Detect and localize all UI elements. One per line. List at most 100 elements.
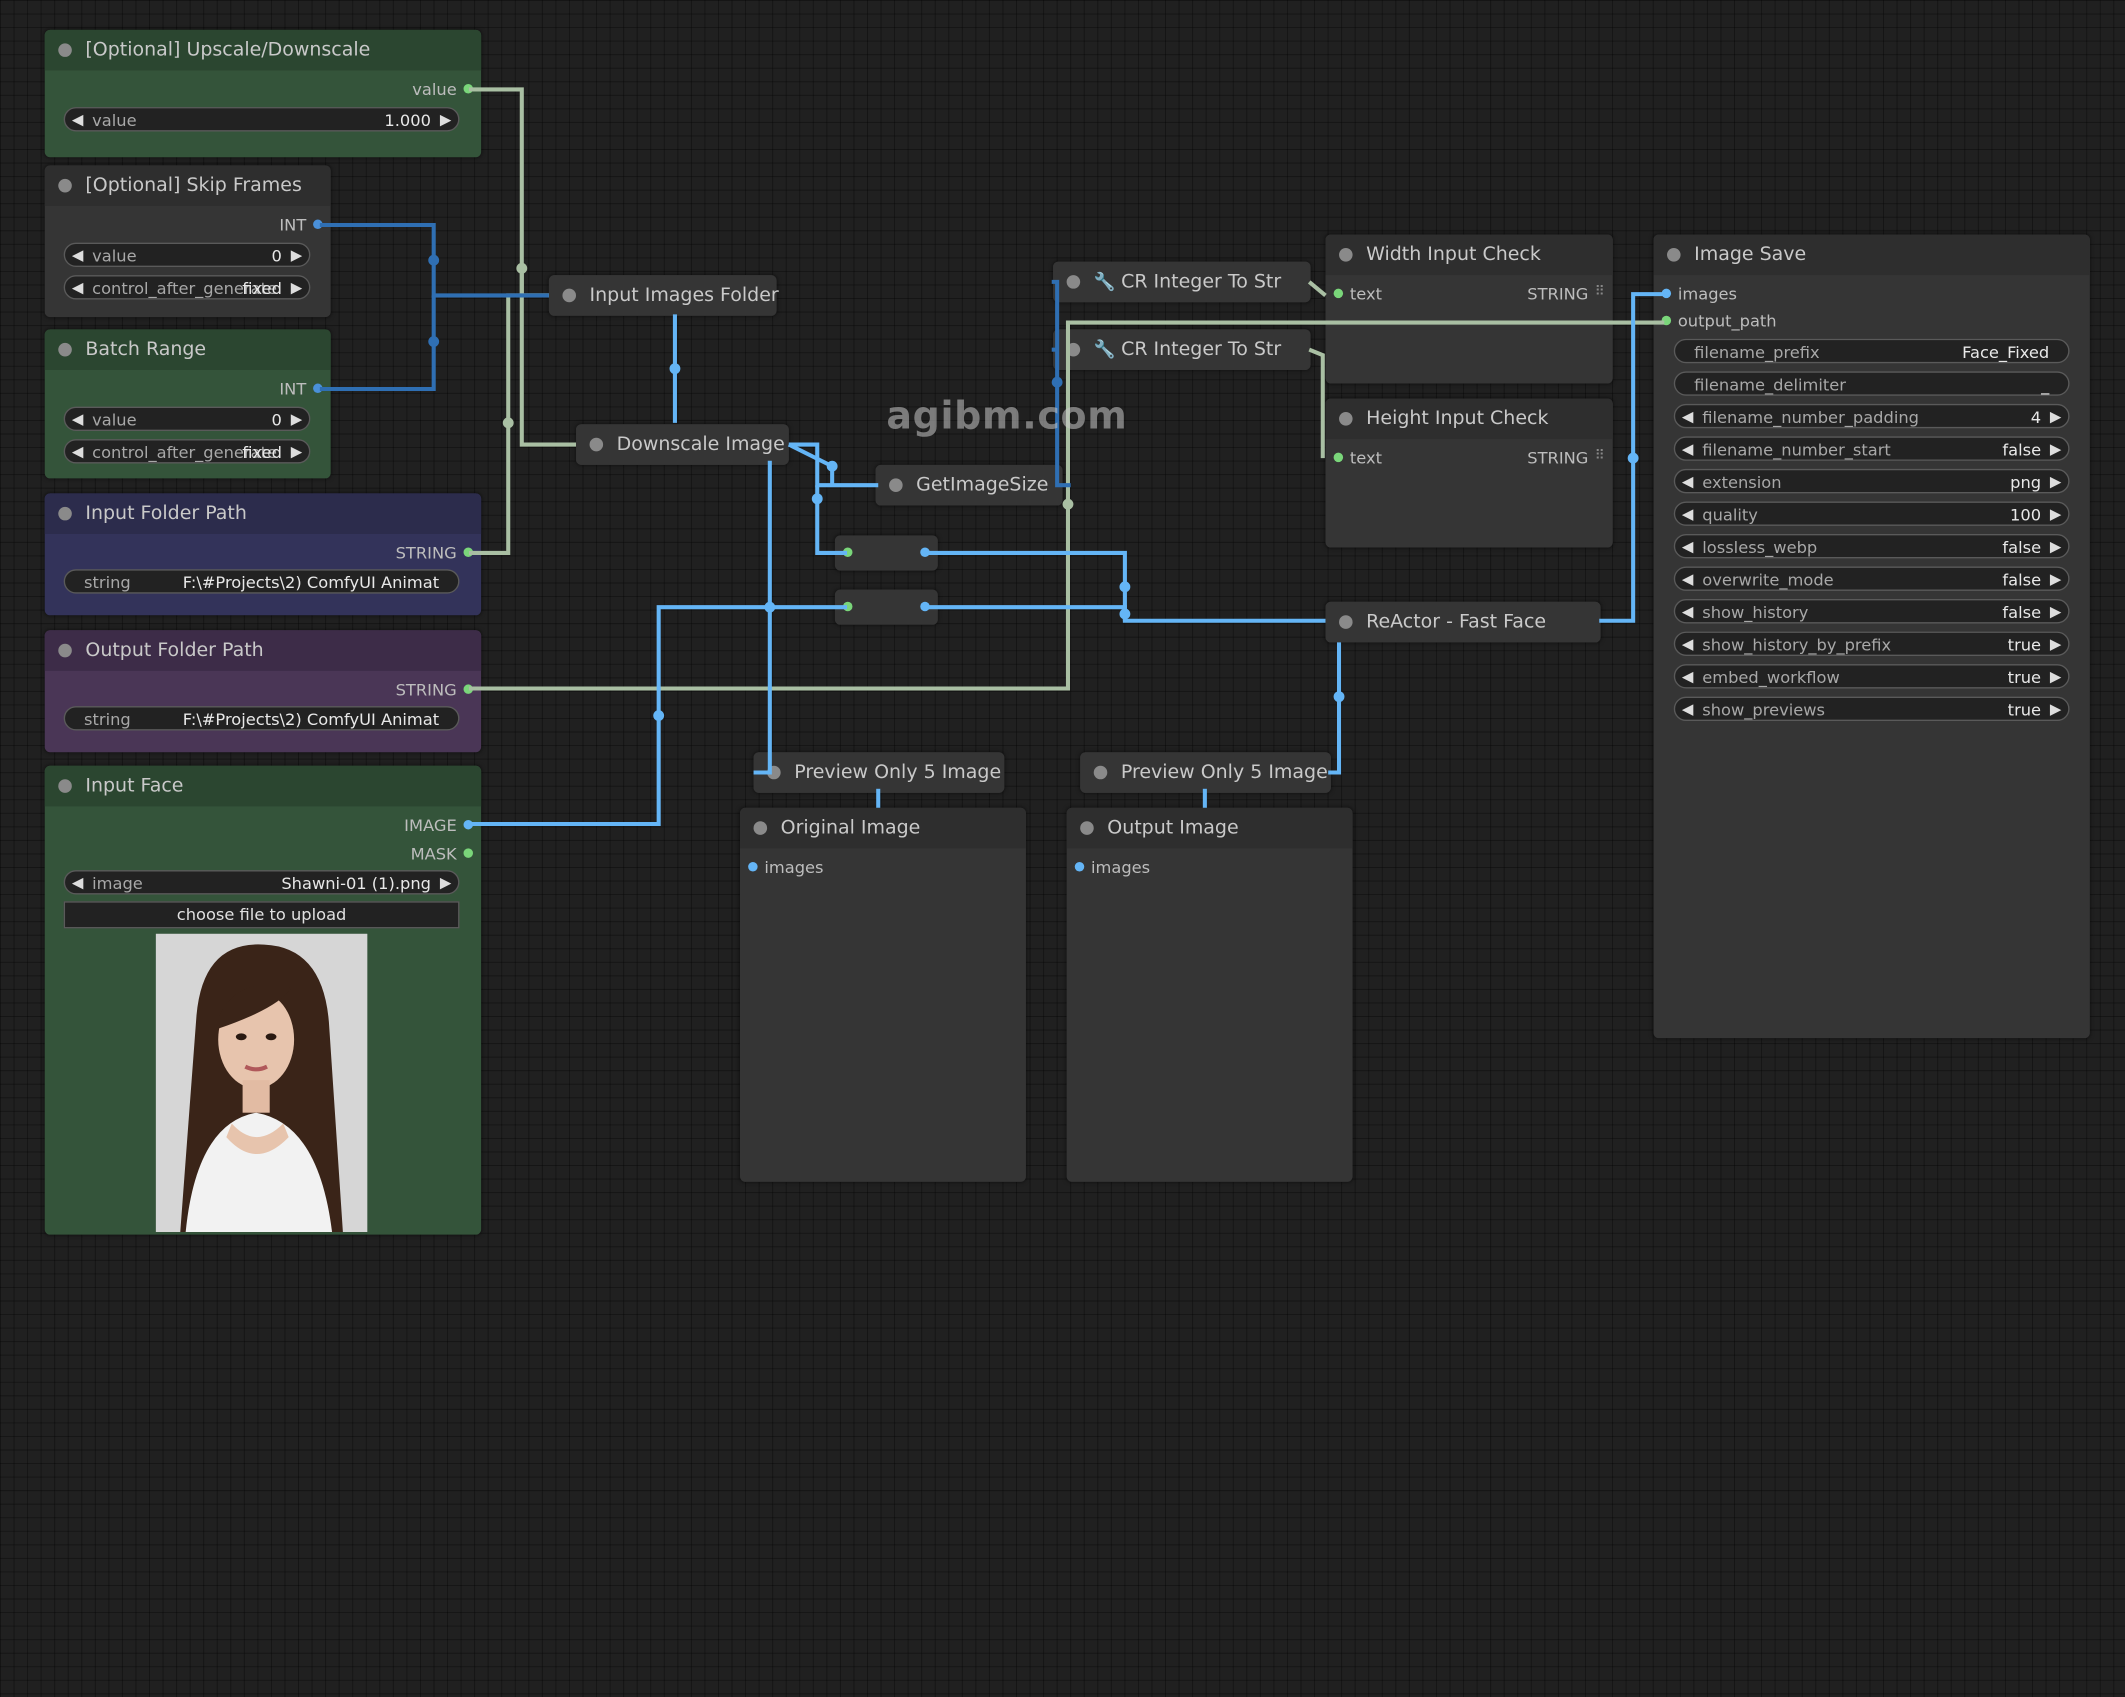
choose-file-button[interactable]: choose file to upload — [63, 901, 460, 929]
input-text[interactable]: text — [1331, 281, 1382, 308]
node-original-image[interactable]: Original Image images — [739, 807, 1026, 1182]
output-socket[interactable] — [313, 383, 323, 394]
output-value[interactable]: value — [412, 76, 473, 103]
output-socket[interactable] — [313, 219, 323, 230]
input-socket[interactable] — [842, 547, 853, 558]
decrement-arrow-icon[interactable]: ◀ — [71, 111, 84, 129]
output-string[interactable]: STRING — [1527, 284, 1589, 304]
decrement-arrow-icon[interactable]: ◀ — [1681, 505, 1694, 524]
node-width-input-check[interactable]: Width Input Check text STRING ⠿ — [1325, 234, 1613, 384]
grid-handle-icon[interactable]: ⠿ — [1594, 448, 1605, 464]
node-preview-only-1[interactable]: Preview Only 5 Image — [753, 752, 1005, 793]
increment-arrow-icon[interactable]: ▶ — [2049, 407, 2062, 426]
increment-arrow-icon[interactable]: ▶ — [290, 443, 303, 461]
node-input-folder-path[interactable]: Input Folder Path STRING string F:\#Proj… — [44, 493, 482, 616]
input-socket[interactable] — [1333, 288, 1344, 299]
increment-arrow-icon[interactable]: ▶ — [439, 874, 452, 892]
input-socket[interactable] — [748, 861, 758, 872]
output-string[interactable]: STRING — [396, 676, 473, 703]
output-mask[interactable]: MASK — [411, 840, 473, 867]
collapse-dot-icon[interactable] — [58, 342, 72, 357]
node-title[interactable]: Original Image — [739, 807, 1026, 849]
collapse-dot-icon[interactable] — [1093, 765, 1108, 780]
increment-arrow-icon[interactable]: ▶ — [2049, 440, 2062, 459]
string-field[interactable]: string F:\#Projects\2) ComfyUI Animat — [63, 706, 460, 731]
collapse-dot-icon[interactable] — [1339, 615, 1353, 629]
decrement-arrow-icon[interactable]: ◀ — [1681, 635, 1694, 654]
node-downscale-image[interactable]: Downscale Image — [576, 424, 789, 465]
input-socket[interactable] — [1661, 288, 1672, 299]
node-title[interactable]: Input Images Folder — [548, 275, 779, 316]
node-title[interactable]: Height Input Check — [1325, 398, 1613, 440]
collapse-dot-icon[interactable] — [1667, 248, 1681, 262]
node-title[interactable]: Image Save — [1653, 234, 2090, 276]
collapse-dot-icon[interactable] — [58, 643, 72, 658]
filename-number-start-widget[interactable]: ◀ filename_number_start false ▶ — [1673, 436, 2070, 461]
decrement-arrow-icon[interactable]: ◀ — [1681, 538, 1694, 556]
control-after-generate-widget[interactable]: ◀ control_after_generate fixed ▶ — [63, 439, 311, 464]
collapse-dot-icon[interactable] — [58, 506, 72, 521]
output-int[interactable]: INT — [279, 211, 323, 238]
input-text[interactable]: text — [1331, 445, 1382, 472]
output-image[interactable]: IMAGE — [404, 812, 473, 839]
increment-arrow-icon[interactable]: ▶ — [2049, 700, 2062, 719]
output-socket[interactable] — [920, 601, 930, 612]
output-socket[interactable] — [463, 547, 473, 558]
input-socket[interactable] — [842, 601, 853, 612]
collapse-dot-icon[interactable] — [58, 178, 72, 193]
collapse-dot-icon[interactable] — [1339, 412, 1353, 426]
show-history-by-prefix-widget[interactable]: ◀ show_history_by_prefix true ▶ — [1673, 631, 2070, 656]
reroute-node-2[interactable] — [834, 589, 938, 625]
value-widget[interactable]: ◀ value 0 ▶ — [63, 406, 311, 431]
node-get-image-size[interactable]: GetImageSize — [875, 464, 1063, 506]
decrement-arrow-icon[interactable]: ◀ — [1681, 700, 1694, 719]
decrement-arrow-icon[interactable]: ◀ — [1681, 472, 1694, 491]
node-title[interactable]: [Optional] Upscale/Downscale — [44, 29, 482, 71]
collapse-dot-icon[interactable] — [889, 478, 903, 492]
increment-arrow-icon[interactable]: ▶ — [2049, 472, 2062, 491]
node-title[interactable]: 🔧CR Integer To Str — [1053, 261, 1311, 303]
decrement-arrow-icon[interactable]: ◀ — [71, 874, 84, 892]
increment-arrow-icon[interactable]: ▶ — [290, 410, 303, 429]
embed-workflow-widget[interactable]: ◀ embed_workflow true ▶ — [1673, 664, 2070, 689]
collapse-dot-icon[interactable] — [767, 765, 781, 780]
decrement-arrow-icon[interactable]: ◀ — [71, 443, 84, 461]
input-output-path[interactable]: output_path — [1659, 308, 1777, 335]
filename-delimiter-field[interactable]: filename_delimiter _ — [1673, 371, 2070, 396]
filename-prefix-field[interactable]: filename_prefix Face_Fixed — [1673, 338, 2070, 364]
node-title[interactable]: [Optional] Skip Frames — [44, 165, 331, 207]
node-height-input-check[interactable]: Height Input Check text STRING ⠿ — [1325, 398, 1613, 548]
overwrite-mode-widget[interactable]: ◀ overwrite_mode false ▶ — [1673, 566, 2070, 591]
collapse-dot-icon[interactable] — [1080, 821, 1094, 835]
node-title[interactable]: Output Folder Path — [44, 630, 482, 671]
node-batch-range[interactable]: Batch Range INT ◀ value 0 ▶ ◀ control_af… — [44, 329, 331, 479]
output-socket[interactable] — [463, 84, 473, 94]
node-output-folder-path[interactable]: Output Folder Path STRING string F:\#Pro… — [44, 630, 482, 753]
decrement-arrow-icon[interactable]: ◀ — [1681, 440, 1694, 459]
decrement-arrow-icon[interactable]: ◀ — [71, 246, 84, 265]
collapse-dot-icon[interactable] — [753, 821, 768, 835]
increment-arrow-icon[interactable]: ▶ — [290, 246, 303, 265]
extension-widget[interactable]: ◀ extension png ▶ — [1673, 468, 2070, 494]
collapse-dot-icon[interactable] — [1066, 342, 1081, 357]
collapse-dot-icon[interactable] — [562, 288, 577, 303]
node-input-face[interactable]: Input Face IMAGE MASK ◀ image Shawni-01 … — [44, 765, 482, 1235]
node-upscale-downscale[interactable]: [Optional] Upscale/Downscale value ◀ val… — [44, 29, 482, 158]
image-select-widget[interactable]: ◀ image Shawni-01 (1).png ▶ — [63, 870, 460, 895]
collapse-dot-icon[interactable] — [1339, 248, 1353, 262]
control-after-generate-widget[interactable]: ◀ control_after_generate fixed ▶ — [63, 275, 311, 300]
filename-number-padding-widget[interactable]: ◀ filename_number_padding 4 ▶ — [1673, 403, 2070, 429]
value-widget[interactable]: ◀ value 1.000 ▶ — [63, 107, 460, 132]
input-images[interactable]: images — [1659, 281, 1737, 308]
collapse-dot-icon[interactable] — [1066, 275, 1081, 289]
value-widget[interactable]: ◀ value 0 ▶ — [63, 242, 311, 267]
increment-arrow-icon[interactable]: ▶ — [2049, 538, 2062, 556]
node-title[interactable]: GetImageSize — [875, 464, 1063, 506]
collapse-dot-icon[interactable] — [589, 437, 604, 452]
node-output-image[interactable]: Output Image images — [1066, 807, 1353, 1182]
increment-arrow-icon[interactable]: ▶ — [2049, 635, 2062, 654]
string-field[interactable]: string F:\#Projects\2) ComfyUI Animat — [63, 569, 460, 594]
node-preview-only-2[interactable]: Preview Only 5 Image — [1080, 752, 1331, 793]
node-title[interactable]: ReActor - Fast Face — [1325, 601, 1601, 643]
